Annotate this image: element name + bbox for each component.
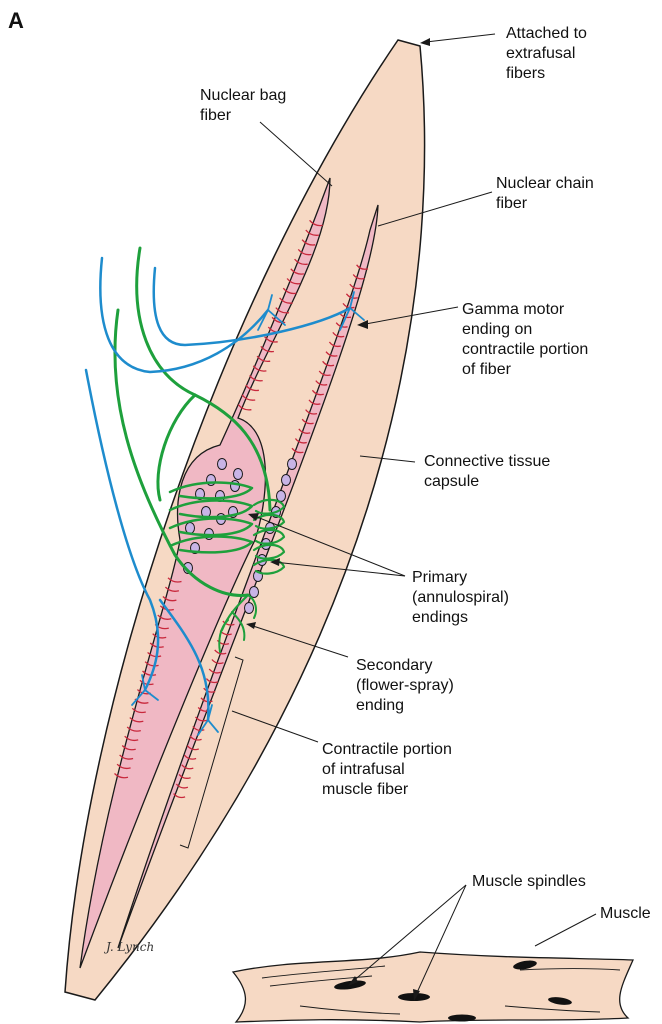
nucleus <box>186 523 195 534</box>
label-gamma-motor-ending: Gamma motor ending on contractile portio… <box>462 300 588 380</box>
label-primary-endings: Primary (annulospiral) endings <box>412 568 509 628</box>
nucleus <box>245 603 254 614</box>
muscle-spindle-shape <box>448 1015 476 1022</box>
nucleus <box>288 459 297 470</box>
label-muscle-spindles: Muscle spindles <box>472 872 586 892</box>
label-secondary-ending: Secondary (flower-spray) ending <box>356 656 454 716</box>
label-muscle: Muscle <box>600 904 651 924</box>
artist-signature: J. Lynch <box>106 940 154 954</box>
nucleus <box>234 469 243 480</box>
label-connective-tissue-capsule: Connective tissue capsule <box>424 452 550 492</box>
nucleus <box>282 475 291 486</box>
label-nuclear-chain-fiber: Nuclear chain fiber <box>496 174 594 214</box>
label-contractile-portion: Contractile portion of intrafusal muscle… <box>322 740 452 800</box>
muscle-inset <box>233 952 633 1022</box>
panel-letter: A <box>8 8 24 34</box>
nucleus <box>218 459 227 470</box>
label-attached-to-extrafusal-fibers: Attached to extrafusal fibers <box>506 24 587 84</box>
label-nuclear-bag-fiber: Nuclear bag fiber <box>200 86 286 126</box>
